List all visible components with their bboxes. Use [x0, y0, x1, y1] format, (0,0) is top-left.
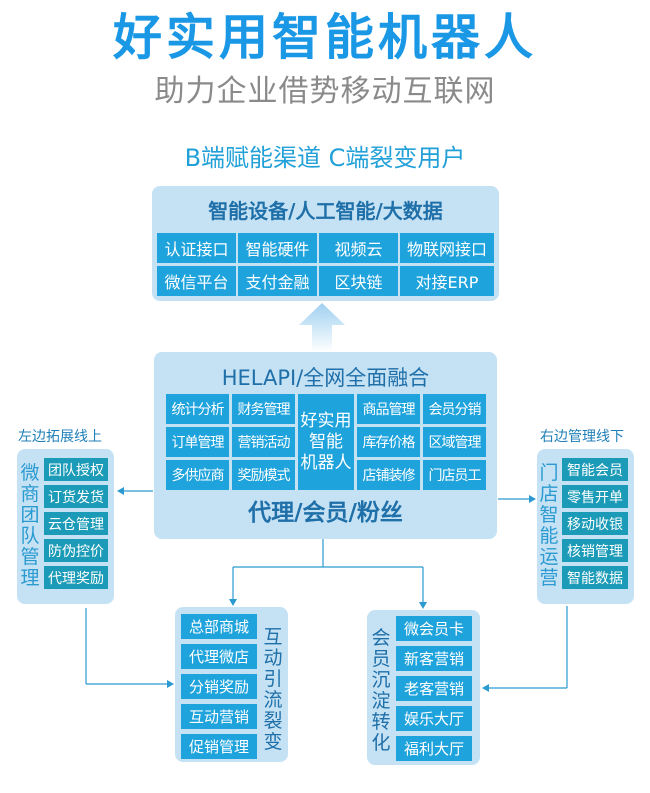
feature-tile: 统计分析: [166, 394, 229, 424]
feature-tile: 总部商城: [181, 614, 257, 639]
feature-tile: 支付金融: [238, 266, 317, 296]
feature-tile: 互动营销: [181, 704, 257, 729]
vertical-char: 队: [20, 525, 40, 547]
feature-tile: 订货发货: [44, 485, 108, 508]
vertical-char: 管: [20, 546, 40, 568]
center-brand-tile: 好实用 智能 机器人: [298, 394, 354, 490]
right-panel-items: 智能会员 零售开单 移动收银 核销管理 智能数据: [562, 458, 628, 589]
feature-tile: 微会员卡: [396, 616, 472, 641]
feature-tile: 多供应商: [166, 460, 229, 490]
feature-tile: 商品管理: [357, 394, 420, 424]
arrow-left-small-icon: [482, 684, 489, 692]
feature-tile: 对接ERP: [400, 266, 494, 296]
center-line: 好实用: [300, 410, 352, 431]
vertical-char: 裂: [263, 710, 283, 732]
left-panel-vertical-title: 微 商 团 队 管 理: [20, 463, 40, 589]
feature-tile: 店铺装修: [357, 460, 420, 490]
vertical-char: 营: [539, 567, 559, 589]
vertical-char: 流: [263, 689, 283, 711]
bottom-left-panel: 总部商城 代理微店 分销奖励 互动营销 促销管理 互 动 引 流 裂 变: [175, 607, 288, 762]
vertical-char: 店: [539, 483, 559, 505]
feature-tile: 团队授权: [44, 458, 108, 481]
feature-tile: 奖励模式: [232, 460, 295, 490]
vertical-char: 转: [371, 711, 391, 733]
right-panel: 门 店 智 能 运 营 智能会员 零售开单 移动收银 核销管理 智能数据: [537, 449, 634, 604]
vertical-char: 员: [371, 648, 391, 670]
feature-tile: 库存价格: [357, 427, 420, 457]
vertical-char: 运: [539, 546, 559, 568]
bottom-right-items: 微会员卡 新客营销 老客营销 娱乐大厅 福利大厅: [396, 616, 472, 761]
feature-tile: 智能数据: [562, 566, 628, 589]
feature-tile: 分销奖励: [181, 674, 257, 699]
feature-tile: 会员分销: [423, 394, 486, 424]
arrow-right-icon: [529, 495, 536, 503]
arrow-left-icon: [117, 487, 124, 495]
feature-tile: 认证接口: [157, 233, 236, 263]
left-panel-items: 团队授权 订货发货 云仓管理 防伪控价 代理奖励: [44, 458, 108, 589]
vertical-char: 动: [263, 647, 283, 669]
right-panel-label: 右边管理线下: [540, 429, 624, 445]
vertical-char: 淀: [371, 690, 391, 712]
middle-feature-grid: 统计分析 财务管理 订单管理 营销活动 多供应商 奖励模式 好实用 智能 机器人…: [166, 394, 486, 490]
vertical-char: 商: [20, 483, 40, 505]
feature-tile: 订单管理: [166, 427, 229, 457]
feature-tile: 营销活动: [232, 427, 295, 457]
vertical-char: 团: [20, 504, 40, 526]
middle-panel-footer: 代理/会员/粉丝: [248, 500, 403, 526]
up-arrow-icon: [299, 303, 345, 352]
feature-tile: 区域管理: [423, 427, 486, 457]
vertical-char: 微: [20, 462, 40, 484]
feature-tile: 财务管理: [232, 394, 295, 424]
top-panel-title: 智能设备/人工智能/大数据: [208, 199, 443, 223]
feature-tile: 娱乐大厅: [396, 706, 472, 731]
vertical-char: 变: [263, 731, 283, 753]
vertical-char: 理: [20, 567, 40, 589]
feature-tile: 老客营销: [396, 676, 472, 701]
right-panel-vertical-title: 门 店 智 能 运 营: [539, 463, 559, 589]
arrow-right-small-icon: [167, 680, 174, 688]
bottom-right-panel: 会 员 沉 淀 转 化 微会员卡 新客营销 老客营销 娱乐大厅 福利大厅: [367, 610, 480, 765]
bottom-left-items: 总部商城 代理微店 分销奖励 互动营销 促销管理: [181, 614, 257, 759]
top-feature-grid: 认证接口 智能硬件 视频云 物联网接口 微信平台 支付金融 区块链 对接ERP: [157, 233, 494, 296]
vertical-char: 引: [263, 668, 283, 690]
feature-tile: 移动收银: [562, 512, 628, 535]
vertical-char: 化: [371, 732, 391, 754]
subtitle: 助力企业借势移动互联网: [154, 74, 496, 109]
vertical-char: 门: [539, 462, 559, 484]
left-panel-label: 左边拓展线上: [18, 429, 102, 445]
feature-tile: 物联网接口: [400, 233, 494, 263]
feature-tile: 云仓管理: [44, 512, 108, 535]
arrow-down-left-icon: [229, 599, 237, 606]
vertical-char: 会: [371, 627, 391, 649]
feature-tile: 新客营销: [396, 646, 472, 671]
bottom-left-vertical-title: 互 动 引 流 裂 变: [262, 627, 284, 753]
middle-panel: HELAPI/全网全面融合 统计分析 财务管理 订单管理 营销活动 多供应商 奖…: [154, 352, 497, 539]
main-title: 好实用智能机器人: [112, 9, 537, 66]
section-heading: B端赋能渠道 C端裂变用户: [184, 144, 466, 172]
top-panel: 智能设备/人工智能/大数据 认证接口 智能硬件 视频云 物联网接口 微信平台 支…: [152, 186, 499, 301]
feature-tile: 微信平台: [157, 266, 236, 296]
bottom-right-vertical-title: 会 员 沉 淀 转 化: [370, 628, 392, 754]
left-panel: 微 商 团 队 管 理 团队授权 订货发货 云仓管理 防伪控价 代理奖励: [17, 449, 114, 604]
feature-tile: 零售开单: [562, 485, 628, 508]
vertical-char: 能: [539, 525, 559, 547]
feature-tile: 区块链: [319, 266, 398, 296]
feature-tile: 代理奖励: [44, 566, 108, 589]
vertical-char: 互: [263, 626, 283, 648]
vertical-char: 沉: [371, 669, 391, 691]
center-line: 机器人: [300, 452, 352, 473]
middle-panel-title: HELAPI/全网全面融合: [221, 366, 430, 390]
arrow-down-right-icon: [419, 602, 427, 609]
feature-tile: 福利大厅: [396, 736, 472, 761]
feature-tile: 防伪控价: [44, 539, 108, 562]
feature-tile: 智能硬件: [238, 233, 317, 263]
center-line: 智能: [309, 431, 343, 452]
feature-tile: 智能会员: [562, 458, 628, 481]
feature-tile: 门店员工: [423, 460, 486, 490]
feature-tile: 核销管理: [562, 539, 628, 562]
feature-tile: 视频云: [319, 233, 398, 263]
feature-tile: 促销管理: [181, 734, 257, 759]
feature-tile: 代理微店: [181, 644, 257, 669]
vertical-char: 智: [539, 504, 559, 526]
